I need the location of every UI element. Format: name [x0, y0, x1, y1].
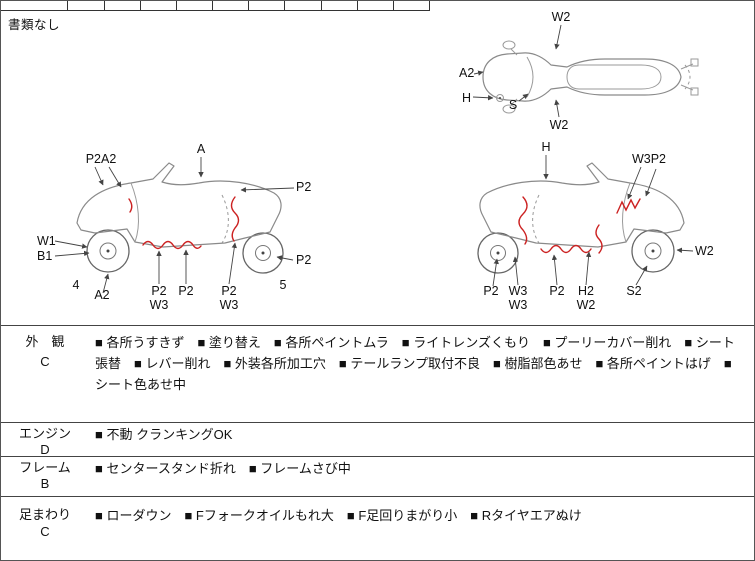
diagram-label: P2A2: [86, 152, 117, 166]
category-label: フレーム: [19, 460, 71, 475]
windscreen-line: [526, 56, 534, 98]
table-cell-remnant: [358, 1, 394, 10]
fairing-seam: [130, 182, 139, 243]
front-wheel: [631, 229, 675, 273]
right-side-leaders: [492, 155, 694, 287]
table-cell-remnant: [394, 1, 430, 10]
diagram-label: A2: [94, 288, 109, 302]
scooter-right-side-diagram: H W3P2 W2 P2 W3 W3 P2 H2 W2 S2: [477, 140, 714, 312]
diagram-label: W2: [695, 244, 714, 258]
category-label: エンジン: [18, 426, 71, 441]
panel-seam: [532, 194, 540, 244]
top-view-leaders: [472, 24, 562, 118]
inspection-table: 外 観 C ■ 各所うすきず ■ 塗り替え ■ 各所ペイントムラ ■ ライトレン…: [1, 325, 754, 560]
condition-items: ■ センタースタンド折れ ■ フレームさび中: [95, 461, 351, 476]
table-cell-remnant: [213, 1, 250, 10]
diagram-label: A: [197, 142, 206, 156]
table-cell-remnant: [285, 1, 322, 10]
diagram-label: P2: [151, 284, 166, 298]
condition-items: ■ ローダウン ■ Fフォークオイルもれ大 ■ F足回りまがり小 ■ Rタイヤエ…: [95, 508, 582, 523]
mirror-right: [502, 104, 516, 114]
diagram-label: P2: [483, 284, 498, 298]
table-cell-remnant: [68, 1, 105, 10]
inspection-row-frame: フレーム B ■ センタースタンド折れ ■ フレームさび中: [1, 456, 754, 496]
category-grade: D: [40, 442, 50, 457]
table-cell-remnant: [177, 1, 214, 10]
diagram-label: H: [462, 91, 471, 105]
diagram-label: W3: [220, 298, 239, 312]
diagram-label: W2: [577, 298, 596, 312]
table-cell-remnant: [105, 1, 141, 10]
diagram-label: W3: [509, 298, 528, 312]
diagram-label: 4: [73, 278, 80, 292]
inspection-row-exterior: 外 観 C ■ 各所うすきず ■ 塗り替え ■ 各所ペイントムラ ■ ライトレン…: [1, 325, 754, 422]
diagram-label: S: [509, 98, 517, 112]
diagram-label: S2: [626, 284, 641, 298]
document-note: 書類なし: [8, 18, 61, 32]
mirror-left: [502, 40, 516, 50]
category-label: 足まわり: [18, 507, 71, 522]
category-cell: エンジン D: [1, 423, 89, 457]
scooter-top-view-diagram: W2 A2 H S W2: [459, 10, 699, 132]
diagram-label: P2: [296, 253, 311, 267]
category-grade: B: [40, 476, 50, 491]
diagram-label: W1: [37, 234, 56, 248]
rear-wheel: [477, 232, 519, 274]
scooter-top-view-body: [482, 40, 699, 114]
scooter-right-side-body: [477, 162, 685, 274]
diagram-label: W2: [552, 10, 571, 24]
category-cell: 外 観 C: [1, 326, 89, 422]
scooter-left-side-diagram: P2A2 A P2 W1 B1 4 A2 P2 W3 P2 P2 W3 P2 5: [37, 142, 311, 312]
panel-seam: [221, 194, 229, 244]
inspection-row-undercarriage: 足まわり C ■ ローダウン ■ Fフォークオイルもれ大 ■ F足回りまがり小 …: [1, 496, 754, 560]
rear-wheel: [242, 232, 284, 274]
fairing-seam: [622, 182, 631, 243]
seat-outline: [566, 64, 662, 90]
condition-items: ■ 不動 クランキングOK: [95, 427, 233, 442]
diagram-label: P2: [549, 284, 564, 298]
diagram-label: W3: [509, 284, 528, 298]
category-grade: C: [40, 524, 50, 539]
left-side-damage-marks: [128, 196, 240, 250]
table-cell-remnant: [249, 1, 286, 10]
diagram-label: P2: [178, 284, 193, 298]
category-cell: フレーム B: [1, 457, 89, 496]
top-table-remnant: [1, 1, 430, 11]
table-cell-remnant: [322, 1, 358, 10]
diagram-label: P2: [296, 180, 311, 194]
table-cell-remnant: [1, 1, 69, 10]
diagram-label: W3: [150, 298, 169, 312]
diagram-label: B1: [37, 249, 52, 263]
diagram-label: 5: [280, 278, 287, 292]
scooter-left-side-body: [76, 162, 284, 274]
diagram-label: H: [541, 140, 550, 154]
diagram-label: W2: [550, 118, 569, 132]
diagram-label: P2: [221, 284, 236, 298]
condition-items: ■ 各所うすきず ■ 塗り替え ■ 各所ペイントムラ ■ ライトレンズくもり ■…: [95, 335, 735, 392]
table-cell-remnant: [141, 1, 177, 10]
point-marker: [496, 94, 504, 102]
left-side-leaders: [54, 157, 295, 294]
diagram-label: H2: [578, 284, 594, 298]
diagram-label: A2: [459, 66, 474, 80]
right-side-damage-marks: [518, 196, 641, 254]
category-label: 外 観: [25, 334, 65, 349]
diagram-label: W3P2: [632, 152, 666, 166]
inspection-row-engine: エンジン D ■ 不動 クランキングOK: [1, 422, 754, 457]
category-cell: 足まわり C: [1, 497, 89, 560]
category-grade: C: [40, 354, 50, 369]
